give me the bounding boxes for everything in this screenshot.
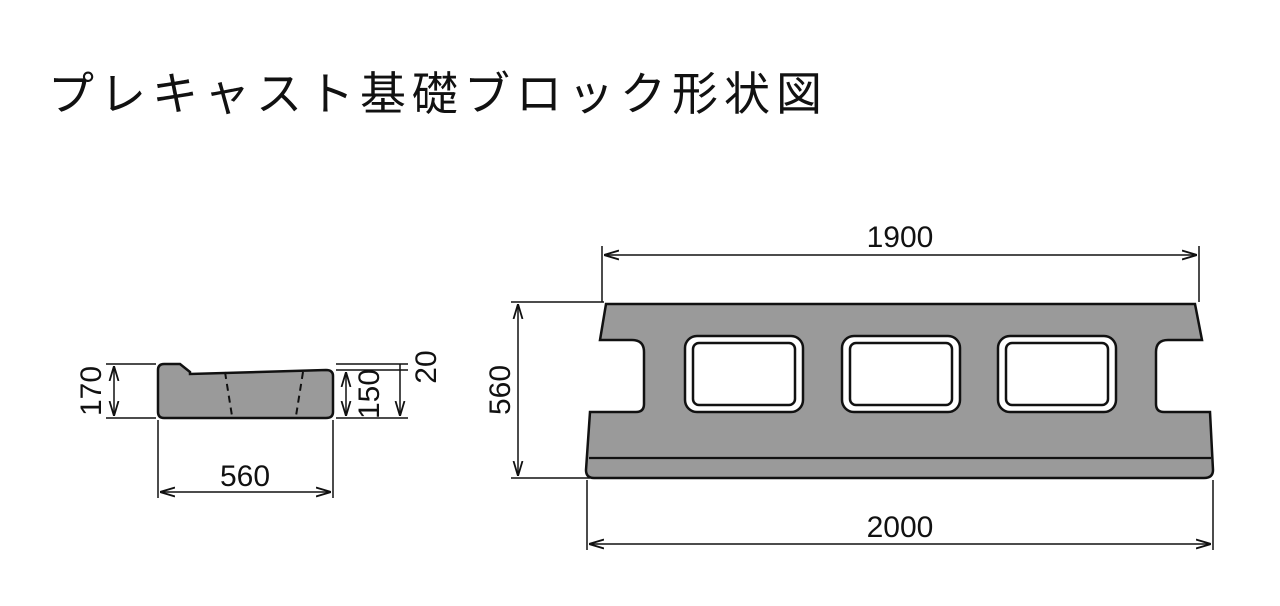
page-title: プレキャスト基礎ブロック形状図	[48, 67, 828, 121]
side-block-body	[156, 362, 335, 420]
front-hole-2-inner	[848, 341, 954, 407]
side-height-label: 170	[75, 366, 108, 416]
front-top-width-label: 1900	[867, 221, 934, 254]
front-bottom-width-label: 2000	[867, 511, 934, 544]
front-hole-3-inner	[1004, 341, 1110, 407]
side-width-label: 560	[220, 460, 270, 493]
side-dash-right	[295, 371, 304, 417]
front-height-label: 560	[484, 365, 517, 415]
side-view: 170 560 150 20	[75, 350, 443, 498]
side-inner-height-label: 150	[353, 369, 386, 419]
front-hole-1-inner	[691, 341, 797, 407]
side-step-label: 20	[410, 350, 443, 383]
front-view: 1900 2000 560	[484, 221, 1215, 550]
side-dash-left	[224, 371, 233, 417]
